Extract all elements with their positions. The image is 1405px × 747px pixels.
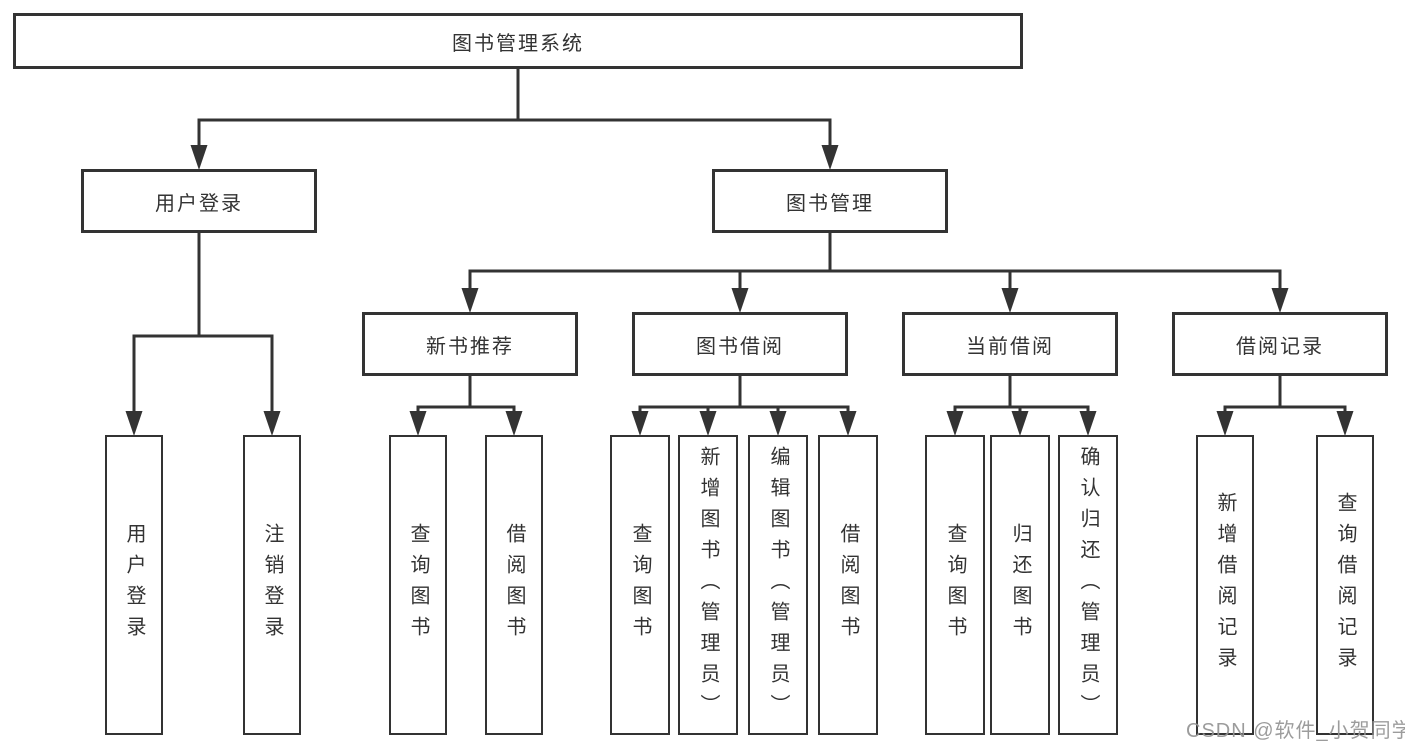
- leaf-rec-query-books: 查询图书: [389, 435, 447, 735]
- arrowhead-icon: [1001, 288, 1019, 313]
- node-label: 编辑图书（管理员）: [767, 445, 789, 725]
- leaf-user-login: 用户登录: [105, 435, 163, 735]
- leaf-bb-add-books-admin: 新增图书（管理员）: [678, 435, 738, 735]
- node-label: 查询图书: [944, 523, 966, 647]
- node-borrow-record: 借阅记录: [1172, 312, 1388, 376]
- node-label: 查询借阅记录: [1334, 492, 1356, 678]
- arrowhead-icon: [1079, 411, 1097, 436]
- connector-borrow-record-to-children: [1216, 374, 1354, 436]
- arrowhead-icon: [839, 411, 857, 436]
- arrowhead-icon: [461, 288, 479, 313]
- leaf-cb-query-books: 查询图书: [925, 435, 985, 735]
- connector-current-borrow-to-children: [946, 374, 1097, 436]
- leaf-br-query-record: 查询借阅记录: [1316, 435, 1374, 735]
- arrowhead-icon: [769, 411, 787, 436]
- arrowhead-icon: [821, 145, 839, 170]
- arrowhead-icon: [1216, 411, 1234, 436]
- node-book-borrow: 图书借阅: [632, 312, 848, 376]
- node-book-mgmt: 图书管理: [712, 169, 948, 233]
- arrowhead-icon: [263, 411, 281, 436]
- arrowhead-icon: [125, 411, 143, 436]
- node-label: 用户登录: [155, 192, 243, 215]
- arrowhead-icon: [1271, 288, 1289, 313]
- node-label: 用户登录: [123, 523, 145, 647]
- arrowhead-icon: [190, 145, 208, 170]
- arrowhead-icon: [731, 288, 749, 313]
- arrowhead-icon: [631, 411, 649, 436]
- leaf-br-add-record: 新增借阅记录: [1196, 435, 1254, 735]
- leaf-cb-confirm-return-admin: 确认归还（管理员）: [1058, 435, 1118, 735]
- arrowhead-icon: [409, 411, 427, 436]
- connector-book-mgmt-to-children: [461, 231, 1289, 313]
- node-root-system: 图书管理系统: [13, 13, 1023, 69]
- node-new-book-rec: 新书推荐: [362, 312, 578, 376]
- connector-root-to-children: [190, 67, 839, 170]
- node-user-login: 用户登录: [81, 169, 317, 233]
- leaf-cb-return-books: 归还图书: [990, 435, 1050, 735]
- leaf-bb-borrow-books: 借阅图书: [818, 435, 878, 735]
- arrowhead-icon: [699, 411, 717, 436]
- node-current-borrow: 当前借阅: [902, 312, 1118, 376]
- node-label: 借阅记录: [1236, 335, 1324, 358]
- node-label: 新增借阅记录: [1214, 492, 1236, 678]
- arrowhead-icon: [505, 411, 523, 436]
- node-label: 新书推荐: [426, 335, 514, 358]
- connector-new-book-rec-to-children: [409, 374, 523, 436]
- node-label: 确认归还（管理员）: [1077, 445, 1099, 725]
- leaf-logout: 注销登录: [243, 435, 301, 735]
- arrowhead-icon: [946, 411, 964, 436]
- leaf-bb-edit-books-admin: 编辑图书（管理员）: [748, 435, 808, 735]
- arrowhead-icon: [1011, 411, 1029, 436]
- node-label: 借阅图书: [837, 523, 859, 647]
- node-label: 归还图书: [1009, 523, 1031, 647]
- node-label: 图书管理: [786, 192, 874, 215]
- connector-user-login-to-children: [125, 231, 281, 436]
- node-label: 借阅图书: [503, 523, 525, 647]
- node-label: 当前借阅: [966, 335, 1054, 358]
- node-label: 查询图书: [629, 523, 651, 647]
- node-label: 查询图书: [407, 523, 429, 647]
- node-label: 图书管理系统: [452, 32, 584, 55]
- connector-book-borrow-to-children: [631, 374, 857, 436]
- node-label: 新增图书（管理员）: [697, 445, 719, 725]
- arrowhead-icon: [1336, 411, 1354, 436]
- leaf-bb-query-books: 查询图书: [610, 435, 670, 735]
- watermark: CSDN @软件_小贺同学: [1186, 720, 1405, 742]
- node-label: 图书借阅: [696, 335, 784, 358]
- leaf-rec-borrow-books: 借阅图书: [485, 435, 543, 735]
- node-label: 注销登录: [261, 523, 283, 647]
